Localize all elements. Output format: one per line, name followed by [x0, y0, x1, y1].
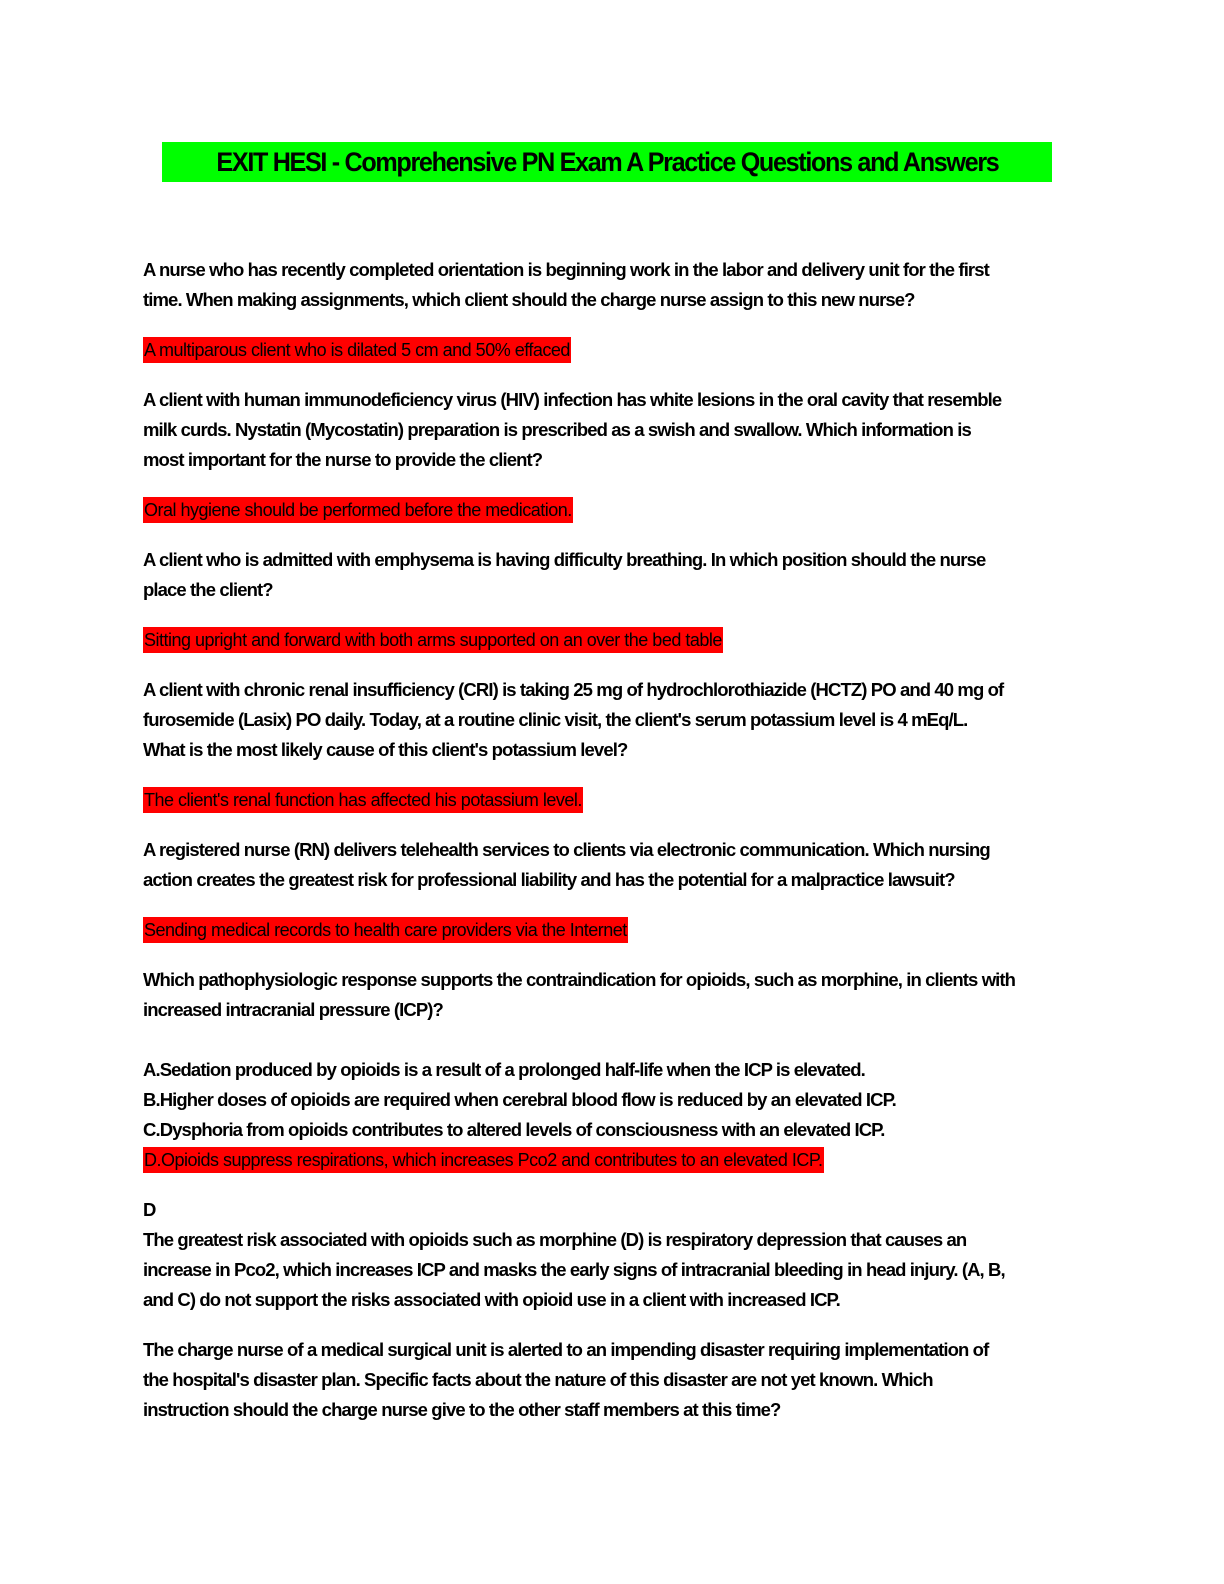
question-1: A nurse who has recently completed orien… [143, 255, 1083, 315]
question-text-line: milk curds. Nystatin (Mycostatin) prepar… [143, 419, 972, 440]
question-6-options: A.Sedation produced by opioids is a resu… [143, 1055, 1083, 1145]
rationale-line: and C) do not support the risks associat… [143, 1289, 841, 1310]
answer-2: Oral hygiene should be performed before … [143, 497, 1083, 523]
question-text-line: Which pathophysiologic response supports… [143, 969, 1016, 990]
question-4: A client with chronic renal insufficienc… [143, 675, 1083, 765]
question-text-line: instruction should the charge nurse give… [143, 1399, 781, 1420]
question-5: A registered nurse (RN) delivers telehea… [143, 835, 1083, 895]
question-text-line: A client with chronic renal insufficienc… [143, 679, 1004, 700]
answer-1: A multiparous client who is dilated 5 cm… [143, 337, 1083, 363]
question-text-line: the hospital's disaster plan. Specific f… [143, 1369, 933, 1390]
option-a: A.Sedation produced by opioids is a resu… [143, 1059, 866, 1080]
answer-highlight: The client's renal function has affected… [143, 787, 583, 813]
rationale-line: The greatest risk associated with opioid… [143, 1229, 967, 1250]
answer-letter: D [143, 1199, 156, 1220]
answer-highlight: Oral hygiene should be performed before … [143, 497, 573, 523]
question-7: The charge nurse of a medical surgical u… [143, 1335, 1083, 1425]
title-highlight: EXIT HESI - Comprehensive PN Exam A Prac… [162, 142, 1052, 182]
option-c: C.Dysphoria from opioids contributes to … [143, 1119, 885, 1140]
document-title: EXIT HESI - Comprehensive PN Exam A Prac… [215, 146, 999, 177]
question-text-line: A client who is admitted with emphysema … [143, 549, 986, 570]
question-text-line: The charge nurse of a medical surgical u… [143, 1339, 989, 1360]
answer-highlight: D.Opioids suppress respirations, which i… [143, 1147, 824, 1173]
question-text-line: time. When making assignments, which cli… [143, 289, 915, 310]
question-3: A client who is admitted with emphysema … [143, 545, 1083, 605]
answer-4: The client's renal function has affected… [143, 787, 1083, 813]
question-text-line: place the client? [143, 579, 274, 600]
question-text-line: What is the most likely cause of this cl… [143, 739, 628, 760]
question-text-line: most important for the nurse to provide … [143, 449, 543, 470]
answer-highlight: Sitting upright and forward with both ar… [143, 627, 723, 653]
answer-5: Sending medical records to health care p… [143, 917, 1083, 943]
question-text-line: furosemide (Lasix) PO daily. Today, at a… [143, 709, 968, 730]
answer-6: D.Opioids suppress respirations, which i… [143, 1147, 1083, 1173]
question-text-line: A registered nurse (RN) delivers telehea… [143, 839, 991, 860]
question-6: Which pathophysiologic response supports… [143, 965, 1083, 1025]
option-b: B.Higher doses of opioids are required w… [143, 1089, 897, 1110]
question-text-line: A nurse who has recently completed orien… [143, 259, 990, 280]
rationale-line: increase in Pco2, which increases ICP an… [143, 1259, 1006, 1280]
question-2: A client with human immunodeficiency vir… [143, 385, 1083, 475]
answer-highlight: Sending medical records to health care p… [143, 917, 628, 943]
question-text-line: action creates the greatest risk for pro… [143, 869, 956, 890]
question-6-rationale: D The greatest risk associated with opio… [143, 1195, 1083, 1315]
answer-highlight: A multiparous client who is dilated 5 cm… [143, 337, 571, 363]
question-text-line: A client with human immunodeficiency vir… [143, 389, 1002, 410]
answer-3: Sitting upright and forward with both ar… [143, 627, 1083, 653]
question-text-line: increased intracranial pressure (ICP)? [143, 999, 444, 1020]
